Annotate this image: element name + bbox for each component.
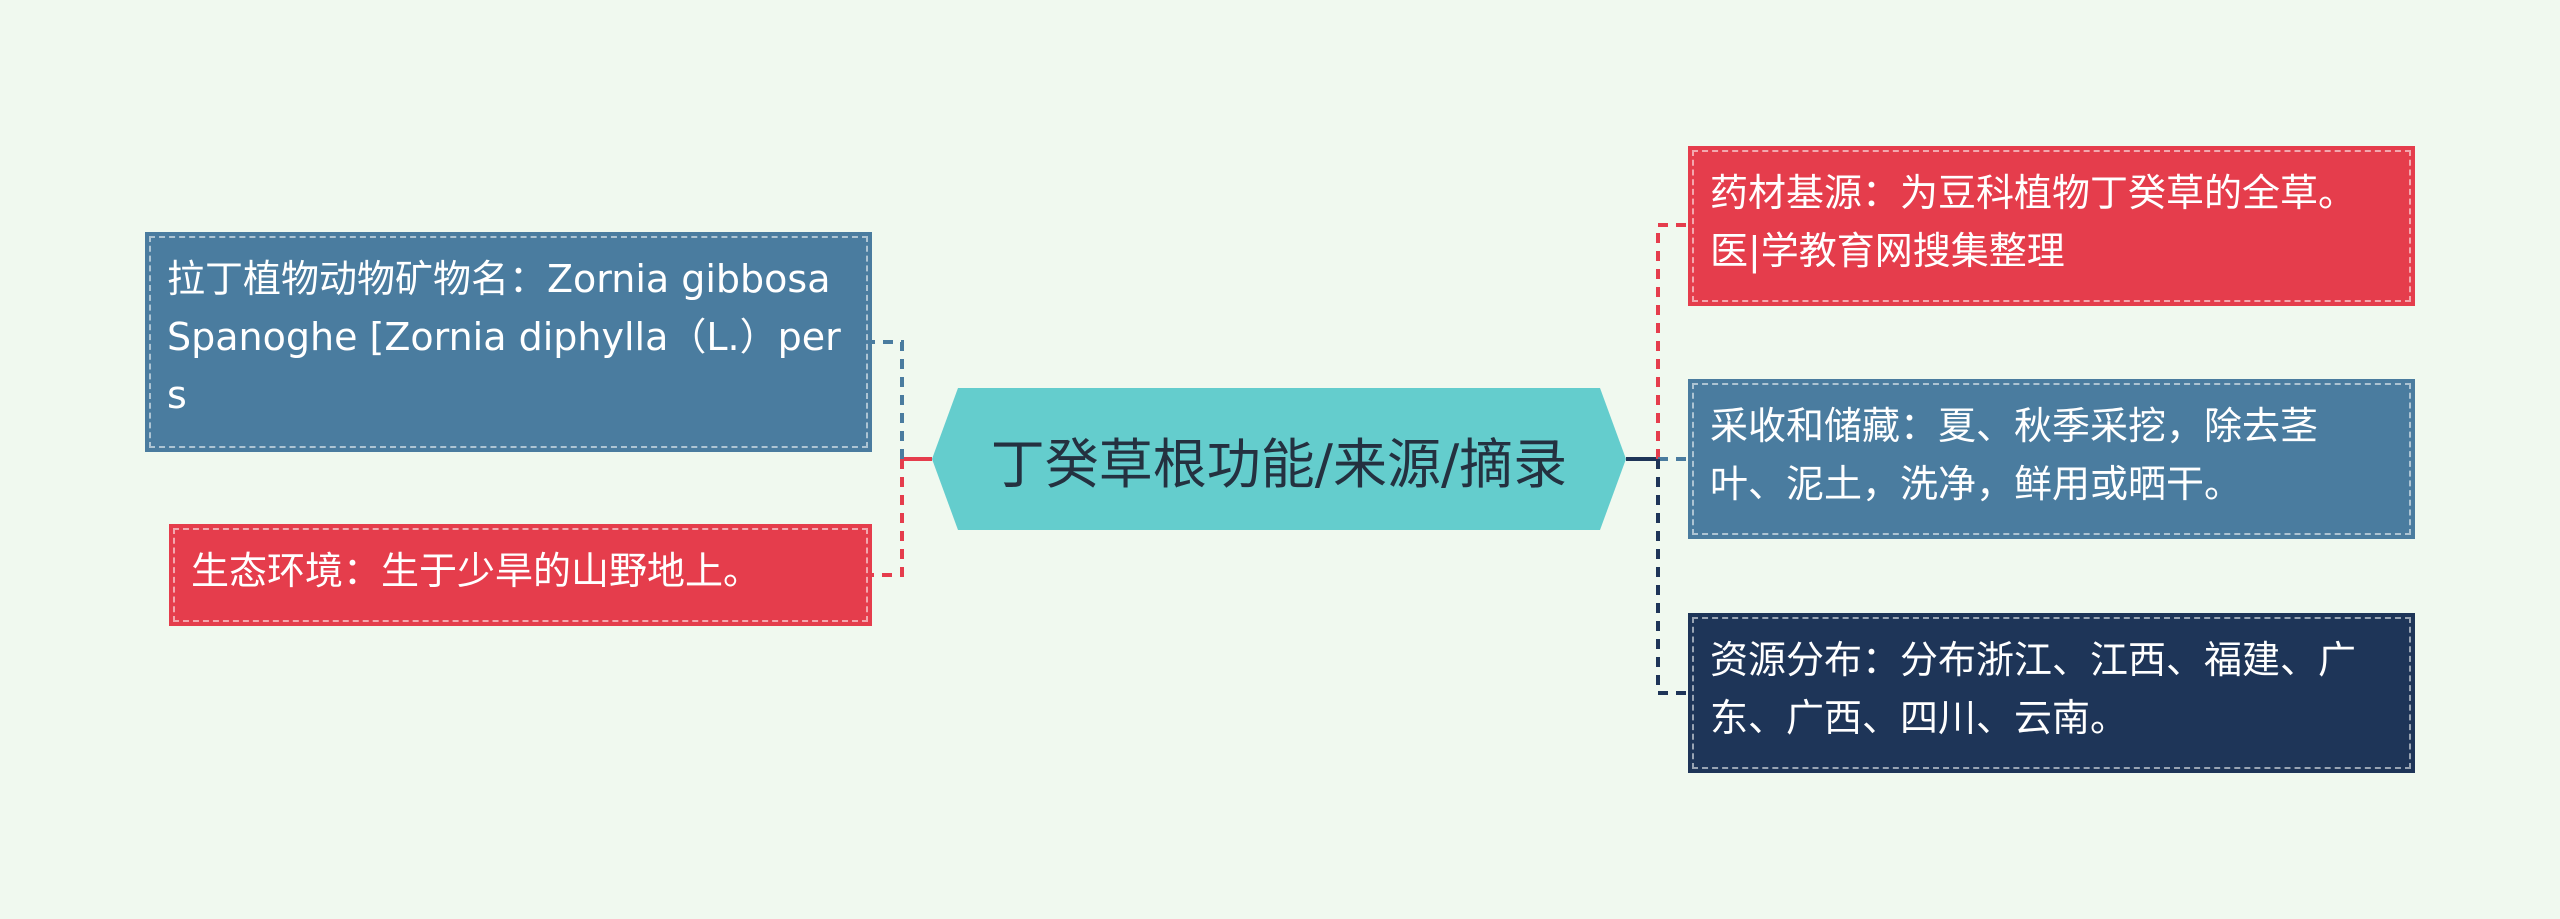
node-source-text: 药材基源：为豆科植物丁癸草的全草。医|学教育网搜集整理: [1710, 171, 2357, 273]
node-habitat[interactable]: 生态环境：生于少旱的山野地上。: [169, 524, 872, 626]
connector-right-top: [1656, 223, 1688, 459]
node-distribution-text: 资源分布：分布浙江、江西、福建、广东、广西、四川、云南。: [1710, 638, 2357, 740]
central-topic[interactable]: 丁癸草根功能/来源/摘录: [932, 388, 1626, 530]
connector-right-bottom: [1656, 459, 1688, 695]
connector-left-upper: [872, 340, 904, 459]
node-source[interactable]: 药材基源：为豆科植物丁癸草的全草。医|学教育网搜集整理: [1688, 146, 2415, 306]
node-latin-name[interactable]: 拉丁植物动物矿物名：Zornia gibbosa Spanoghe [Zorni…: [145, 232, 872, 452]
node-latin-name-text: 拉丁植物动物矿物名：Zornia gibbosa Spanoghe [Zorni…: [167, 257, 841, 417]
connector-left-lower: [872, 459, 904, 577]
node-harvest-storage-text: 采收和储藏：夏、秋季采挖，除去茎叶、泥土，洗净，鲜用或晒干。: [1710, 404, 2319, 506]
node-habitat-text: 生态环境：生于少旱的山野地上。: [191, 549, 762, 593]
central-topic-label: 丁癸草根功能/来源/摘录: [990, 432, 1568, 496]
node-harvest-storage[interactable]: 采收和储藏：夏、秋季采挖，除去茎叶、泥土，洗净，鲜用或晒干。: [1688, 379, 2415, 539]
node-distribution[interactable]: 资源分布：分布浙江、江西、福建、广东、广西、四川、云南。: [1688, 613, 2415, 773]
